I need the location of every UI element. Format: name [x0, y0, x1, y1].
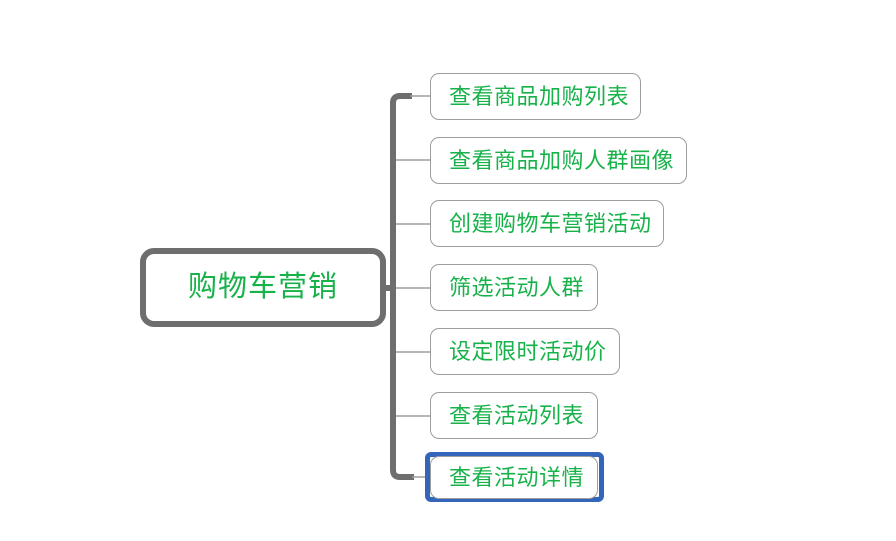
root-node[interactable]: 购物车营销	[140, 248, 386, 327]
child-node-7-selected[interactable]: 查看活动详情	[430, 456, 598, 499]
trunk-lower	[390, 288, 414, 480]
child-node-3[interactable]: 创建购物车营销活动	[430, 200, 664, 247]
child-node-2[interactable]: 查看商品加购人群画像	[430, 137, 687, 184]
child-node-label-6: 查看活动列表	[449, 402, 585, 428]
root-node-label: 购物车营销	[187, 271, 338, 303]
child-node-label-1: 查看商品加购列表	[449, 83, 630, 109]
selection-frame[interactable]	[425, 452, 604, 502]
child-node-4[interactable]: 筛选活动人群	[430, 264, 598, 311]
child-node-label-4: 筛选活动人群	[449, 274, 585, 300]
trunk-upper	[390, 93, 412, 288]
child-node-label-7: 查看活动详情	[449, 464, 585, 490]
child-node-1[interactable]: 查看商品加购列表	[430, 73, 641, 120]
child-node-label-2: 查看商品加购人群画像	[449, 147, 675, 173]
child-node-label-3: 创建购物车营销活动	[449, 210, 652, 236]
child-node-5[interactable]: 设定限时活动价	[430, 328, 620, 375]
child-node-6[interactable]: 查看活动列表	[430, 392, 598, 439]
child-node-label-5: 设定限时活动价	[449, 338, 607, 364]
